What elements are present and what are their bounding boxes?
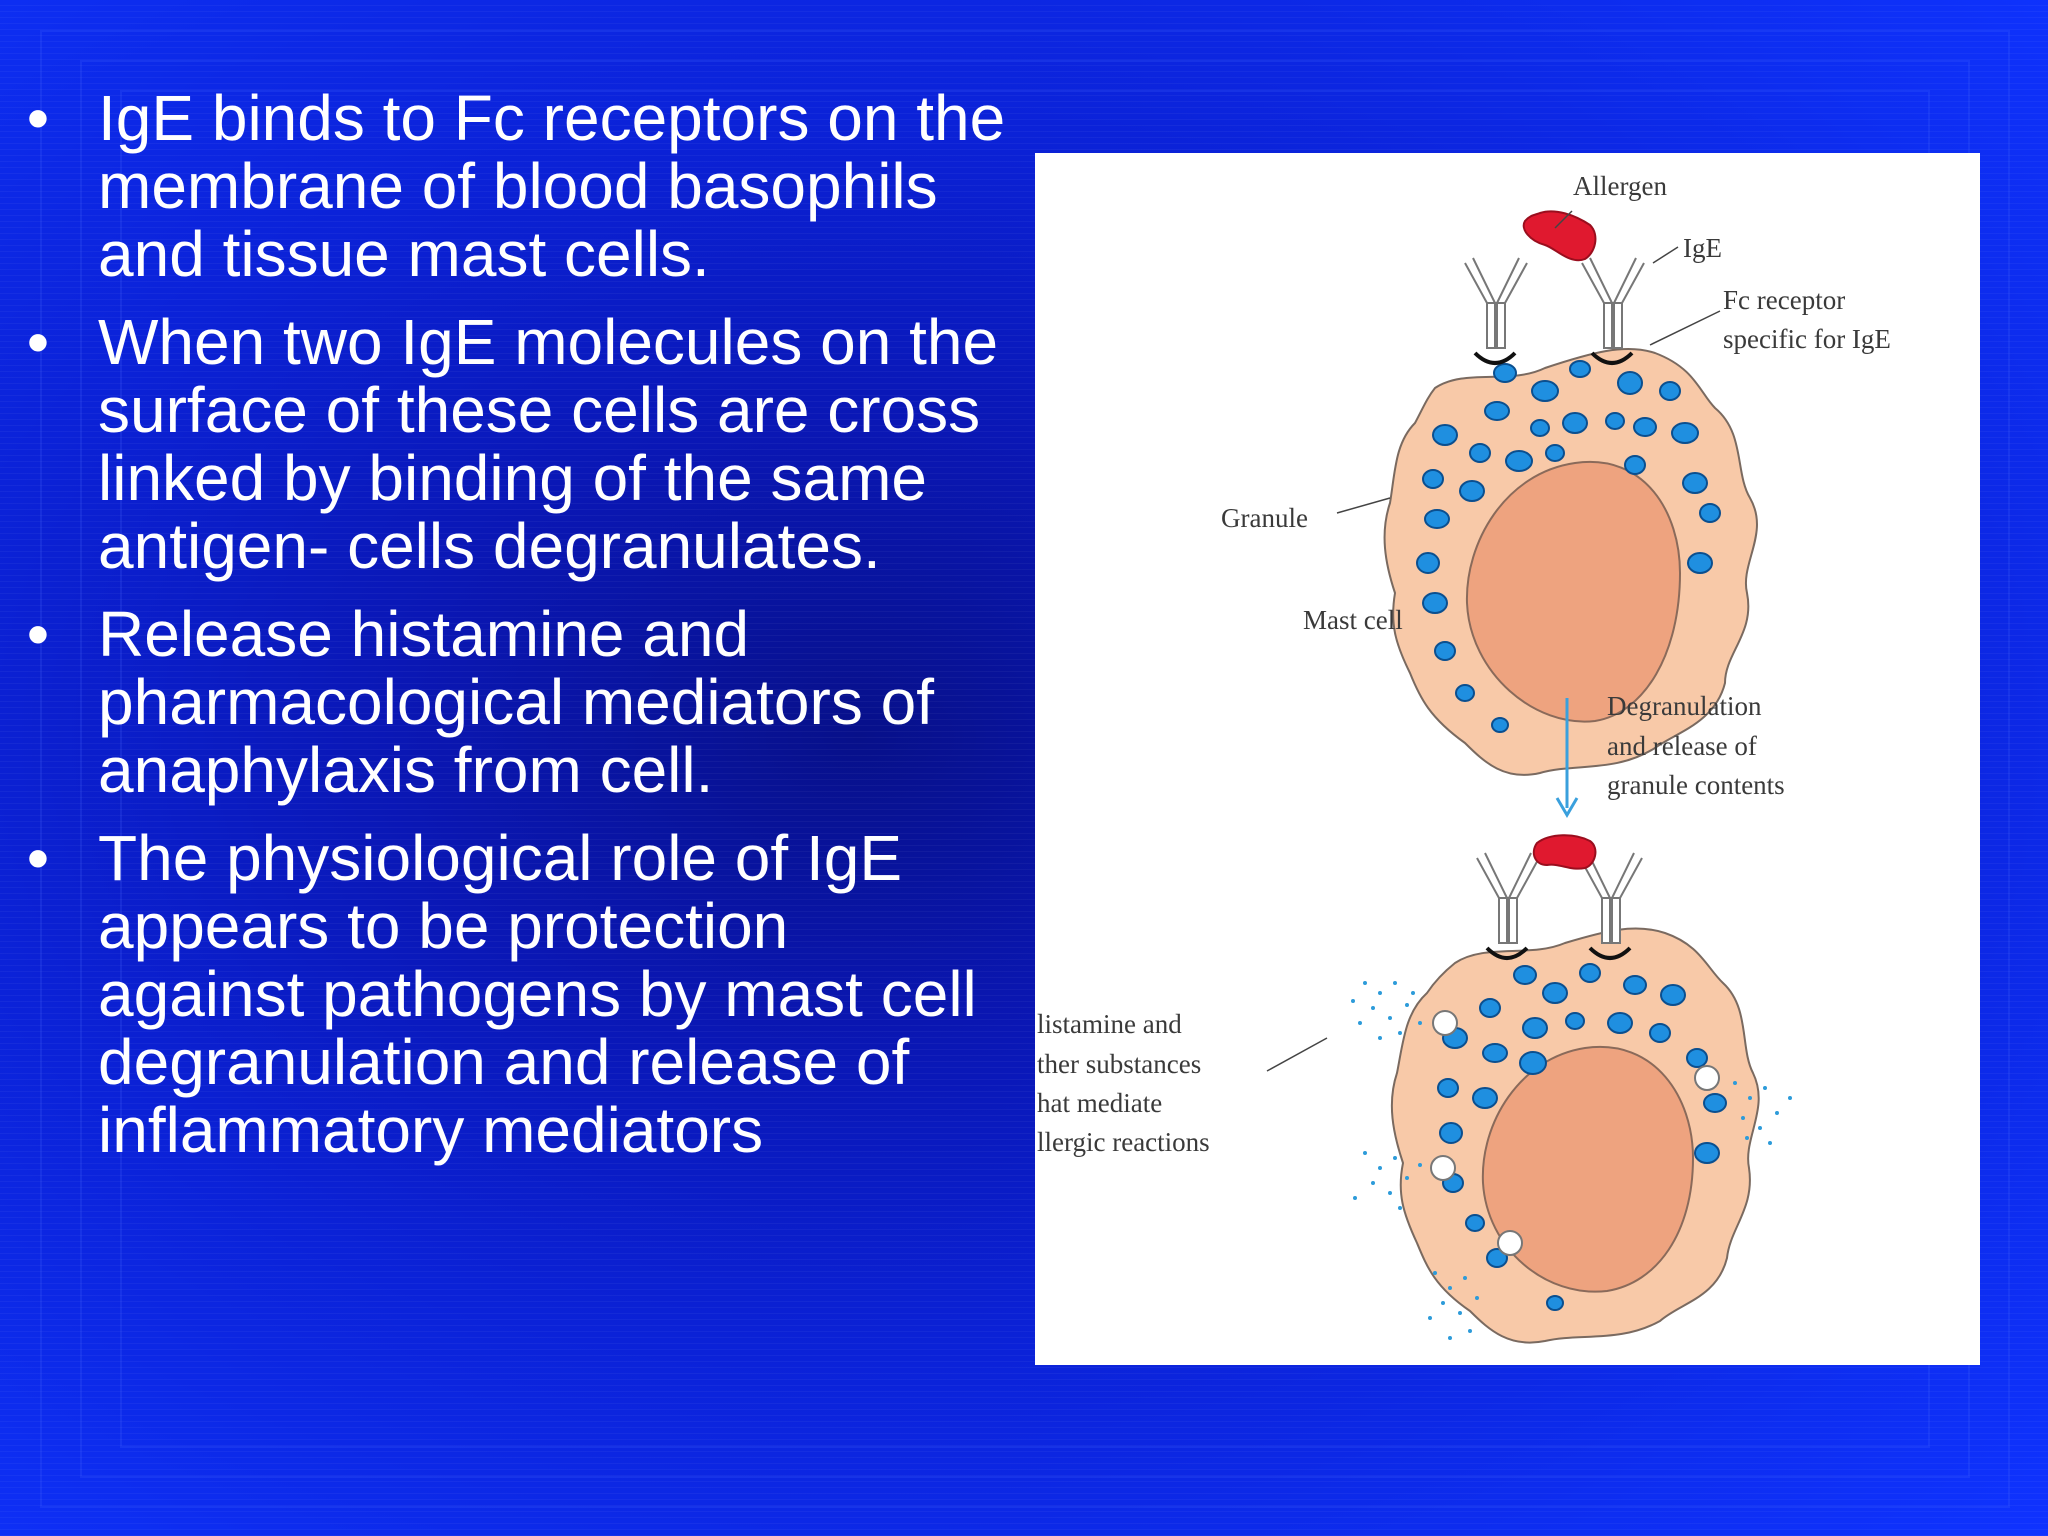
bullet-marker: • <box>26 598 50 670</box>
bullet-item: • When two IgE molecules on the surface … <box>18 308 1008 580</box>
label-fc-receptor-specific: specific for IgE <box>1723 324 1891 354</box>
bullet-item: • The physiological role of IgE appears … <box>18 824 1008 1164</box>
label-granule-contents: granule contents <box>1607 770 1785 800</box>
bullet-item: • Release histamine and pharmacological … <box>18 600 1008 804</box>
allergen-icon <box>1522 210 1597 262</box>
bullet-marker: • <box>26 822 50 894</box>
bullet-text: IgE binds to Fc receptors on the membran… <box>98 82 1006 290</box>
top-mast-cell: Allergen IgE Fc receptor specific for Ig… <box>1221 171 1891 776</box>
bullet-marker: • <box>26 306 50 378</box>
bullet-text: When two IgE molecules on the surface of… <box>98 306 999 582</box>
fc-receptor <box>1473 351 1517 365</box>
nucleus <box>1465 460 1682 723</box>
granules <box>1437 963 1727 1311</box>
exocytosis-vesicles <box>1430 1010 1720 1256</box>
fc-receptor <box>1590 351 1634 365</box>
bullet-item: • IgE binds to Fc receptors on the membr… <box>18 84 1008 288</box>
leader-lines <box>1336 210 1721 514</box>
allergen-icon <box>1532 834 1597 870</box>
granules <box>1416 360 1721 733</box>
released-mediators <box>1351 981 1792 1340</box>
label-release-of: and release of <box>1607 731 1757 761</box>
leader-line <box>1266 1037 1328 1072</box>
ige-antibody <box>1581 257 1645 349</box>
label-granule: Granule <box>1221 503 1308 533</box>
label-degranulation: Degranulation <box>1607 691 1762 721</box>
fc-receptor <box>1588 946 1632 960</box>
ige-antibody <box>1464 257 1528 349</box>
bullet-text: Release histamine and pharmacological me… <box>98 598 934 806</box>
mast-cell-diagram: Allergen IgE Fc receptor specific for Ig… <box>1037 171 1891 1344</box>
bullet-marker: • <box>26 82 50 154</box>
bottom-mast-cell: listamine and ther substances hat mediat… <box>1037 834 1792 1344</box>
label-mast-cell: Mast cell <box>1303 605 1403 635</box>
label-that-mediate: hat mediate <box>1037 1088 1162 1118</box>
label-allergen: Allergen <box>1573 171 1667 201</box>
label-ige: IgE <box>1683 233 1722 263</box>
label-fc-receptor: Fc receptor <box>1723 285 1845 315</box>
degranulation-arrow <box>1555 698 1579 818</box>
label-allergic-reactions: llergic reactions <box>1037 1127 1210 1157</box>
fc-receptor <box>1485 946 1529 960</box>
ige-antibody <box>1579 852 1643 944</box>
label-histamine: listamine and <box>1037 1009 1182 1039</box>
ige-antibody <box>1476 852 1540 944</box>
mast-cell-degranulation-figure: Allergen IgE Fc receptor specific for Ig… <box>1035 153 1980 1365</box>
bullet-text: The physiological role of IgE appears to… <box>98 822 977 1166</box>
label-other-substances: ther substances <box>1037 1049 1201 1079</box>
bullet-list: • IgE binds to Fc receptors on the membr… <box>18 84 1008 1184</box>
